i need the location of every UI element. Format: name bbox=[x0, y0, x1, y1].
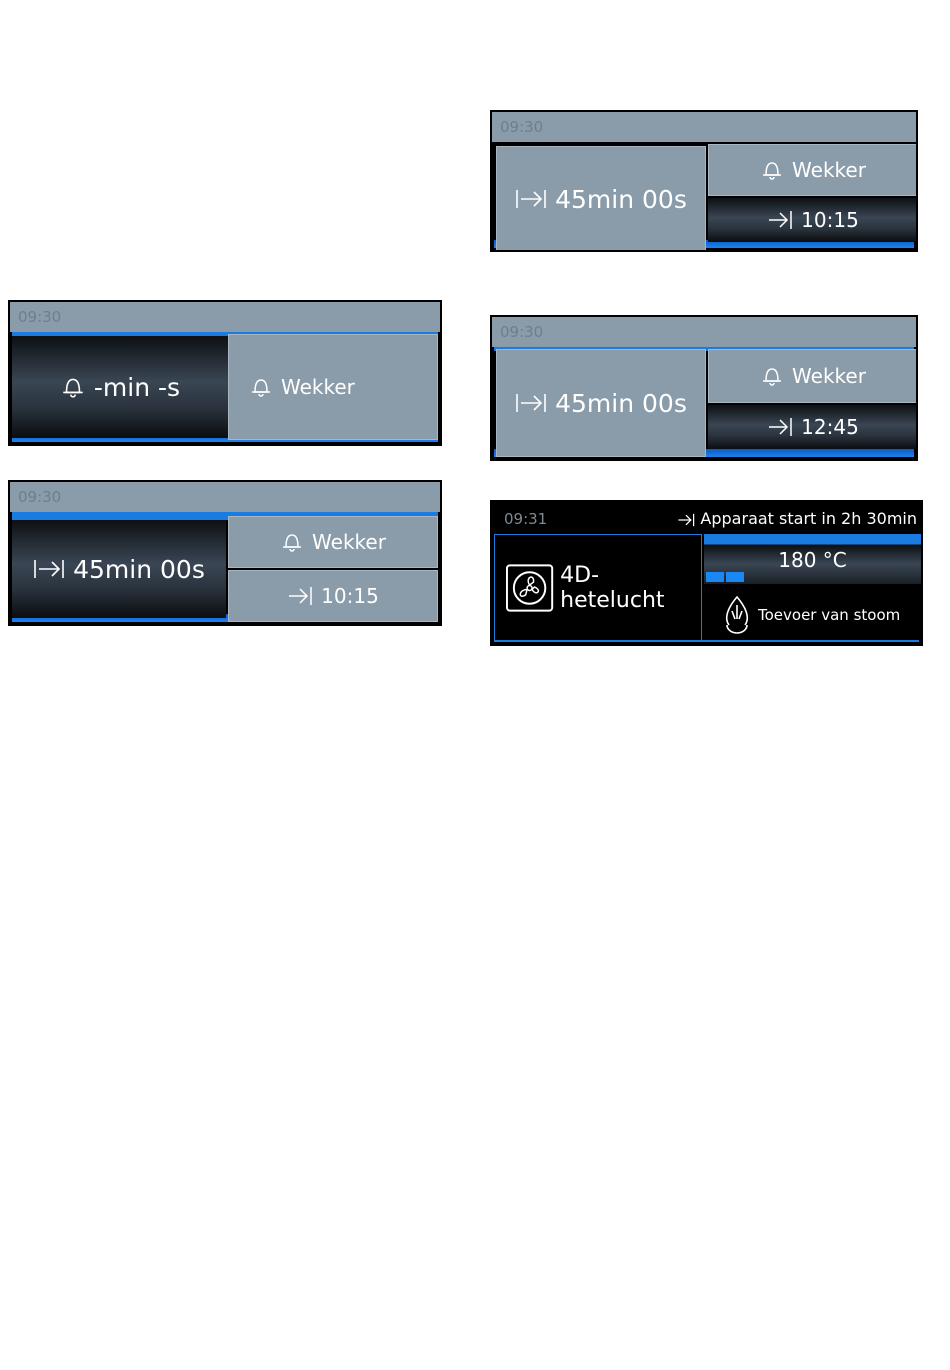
duration-icon bbox=[515, 392, 547, 414]
end-time-icon bbox=[767, 209, 793, 231]
accent-bar bbox=[494, 640, 919, 642]
alarm-button[interactable]: Wekker bbox=[228, 516, 438, 568]
alarm-button[interactable]: Wekker bbox=[228, 334, 438, 440]
steam-level-segment bbox=[706, 572, 724, 582]
bell-icon bbox=[760, 159, 784, 181]
steam-label: Toevoer van stoom bbox=[758, 606, 900, 624]
clock-time: 09:30 bbox=[18, 308, 61, 326]
alarm-value-field[interactable]: -min -s bbox=[12, 336, 228, 438]
end-time-value: 10:15 bbox=[321, 584, 379, 608]
clock-time: 09:30 bbox=[500, 118, 543, 136]
oven-display-panel-1: 09:30 45min 00s Wekker 10:15 bbox=[490, 110, 918, 252]
bell-icon bbox=[760, 365, 784, 387]
duration-value: 45min 00s bbox=[555, 389, 687, 418]
mode-field[interactable]: 4D-hetelucht bbox=[494, 534, 702, 642]
end-time-icon bbox=[287, 585, 313, 607]
alarm-button[interactable]: Wekker bbox=[708, 144, 918, 196]
bell-icon bbox=[280, 531, 304, 553]
clock-time: 09:30 bbox=[500, 323, 543, 341]
duration-value: 45min 00s bbox=[555, 185, 687, 214]
alarm-label: Wekker bbox=[281, 375, 355, 399]
alarm-label: Wekker bbox=[792, 364, 866, 388]
oven-display-panel-4: 09:30 45min 00s Wekker 10:15 bbox=[8, 480, 442, 626]
clock-time: 09:30 bbox=[18, 488, 61, 506]
oven-display-panel-3: 09:30 45min 00s Wekker 12:45 bbox=[490, 315, 918, 461]
alarm-button[interactable]: Wekker bbox=[708, 349, 918, 403]
duration-button[interactable]: 45min 00s bbox=[496, 349, 706, 457]
bell-icon bbox=[60, 375, 86, 399]
duration-icon bbox=[515, 188, 547, 210]
status-bar: 09:30 bbox=[492, 112, 916, 142]
duration-button[interactable]: 45min 00s bbox=[496, 146, 706, 252]
steam-field[interactable]: Toevoer van stoom bbox=[704, 586, 921, 644]
duration-value: 45min 00s bbox=[73, 555, 205, 584]
status-bar: 09:30 bbox=[10, 482, 440, 512]
end-time-value: 12:45 bbox=[801, 415, 859, 439]
end-time-icon bbox=[677, 512, 695, 528]
duration-icon bbox=[33, 558, 65, 580]
alarm-label: Wekker bbox=[312, 530, 386, 554]
end-time-field[interactable]: 12:45 bbox=[708, 405, 918, 449]
oven-display-panel-2: 09:30 -min -s Wekker bbox=[8, 300, 442, 446]
end-time-button[interactable]: 10:15 bbox=[228, 570, 438, 622]
mode-label: 4D-hetelucht bbox=[560, 563, 701, 613]
start-delay-info: Apparaat start in 2h 30min bbox=[677, 502, 917, 536]
status-bar: 09:30 bbox=[10, 302, 440, 332]
alarm-value: -min -s bbox=[94, 373, 180, 402]
end-time-icon bbox=[767, 416, 793, 438]
status-bar: 09:31 Apparaat start in 2h 30min bbox=[492, 502, 921, 534]
bell-icon bbox=[249, 376, 273, 398]
oven-display-panel-5: 09:31 Apparaat start in 2h 30min 4D-hete… bbox=[490, 500, 923, 646]
end-time-value: 10:15 bbox=[801, 208, 859, 232]
alarm-label: Wekker bbox=[792, 158, 866, 182]
clock-time: 09:31 bbox=[504, 510, 547, 528]
steam-level-segment bbox=[726, 572, 744, 582]
steam-icon bbox=[722, 595, 752, 635]
start-delay-text: Apparaat start in 2h 30min bbox=[700, 509, 917, 528]
status-bar: 09:30 bbox=[492, 317, 916, 347]
end-time-field[interactable]: 10:15 bbox=[708, 198, 918, 242]
duration-field[interactable]: 45min 00s bbox=[12, 520, 226, 618]
hot-air-fan-icon bbox=[505, 563, 554, 613]
temperature-value: 180 °C bbox=[778, 548, 847, 572]
